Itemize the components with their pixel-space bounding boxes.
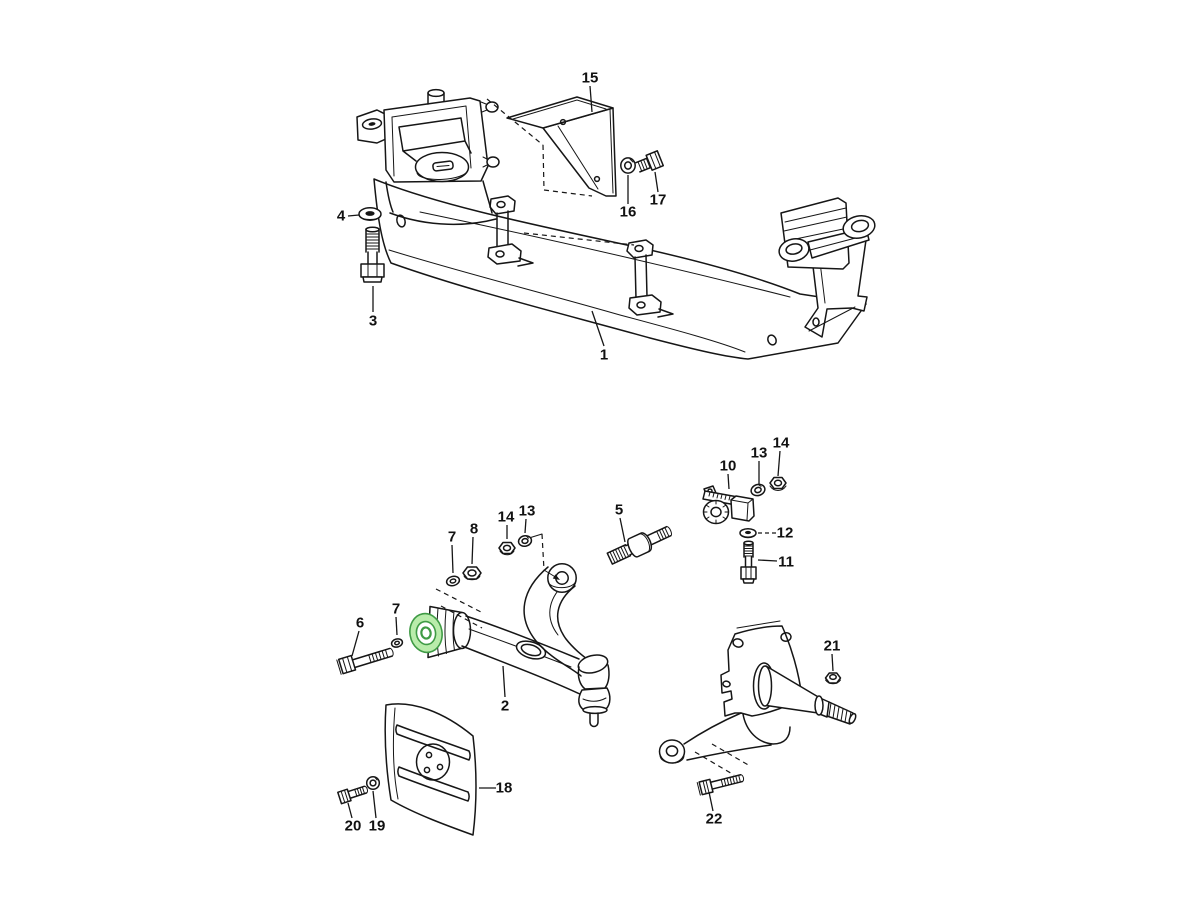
callout-22: 22 [706,811,723,828]
callout-20: 20 [345,818,362,835]
nut-8 [462,566,482,581]
leader-line-10 [727,473,730,490]
leader-line-1 [591,310,605,347]
callout-7a: 7 [448,529,456,546]
bolt-22 [696,774,745,796]
callout-11: 11 [778,554,794,571]
washer-19 [365,775,381,791]
washer-16 [620,157,636,174]
bolt-20 [337,785,368,805]
leader-line-22 [708,791,714,812]
nut-14-arm [498,541,516,556]
washer-13-adjuster [750,483,766,497]
leader-line-20 [347,802,353,819]
steering-knuckle [658,620,857,764]
bolt-17 [635,150,665,173]
callout-13a: 13 [519,503,536,520]
callout-4: 4 [337,208,346,225]
washer-7-rear [445,575,461,587]
callout-14b: 14 [773,435,790,452]
leader-line-17 [654,171,659,193]
nut-21 [824,672,842,685]
callout-2: 2 [501,698,509,715]
stud-5 [606,525,673,565]
leader-line-5 [619,517,626,543]
leader-line-8 [471,536,474,565]
callout-19: 19 [369,818,386,835]
camber-adjuster [702,485,755,525]
bolt-6 [336,647,394,675]
callout-21: 21 [824,638,841,655]
callout-16: 16 [620,204,637,221]
bushing-highlight [409,612,443,654]
callout-3: 3 [369,313,377,330]
callout-6: 6 [356,615,364,632]
washer-13-arm [517,534,533,548]
washer-4 [358,207,382,221]
callout-14a: 14 [498,509,515,526]
leader-line-7a [451,544,454,574]
callout-12: 12 [777,525,794,542]
leader-line-15 [589,85,593,113]
washer-12 [739,527,757,539]
stone-guard [384,703,477,836]
leader-line-7b [395,616,398,636]
callout-13b: 13 [751,445,768,462]
front-crossmember [356,88,876,360]
heat-shield [506,96,617,197]
callout-10: 10 [720,458,737,475]
right-mount-bracket [778,197,876,338]
alignment-dashed-lines-top [486,98,635,246]
left-mount-bracket [356,88,500,226]
leader-line-14b [777,450,781,477]
callout-5: 5 [615,502,623,519]
leader-line-11 [757,559,778,562]
callout-8: 8 [470,521,478,538]
leader-line-21 [831,653,834,672]
callout-18: 18 [496,780,513,797]
leader-line-13a [524,518,527,534]
standoff-bracket-front [487,195,534,267]
callout-17: 17 [650,192,667,209]
control-arm [409,563,611,728]
callout-15: 15 [582,70,599,87]
leader-line-6 [351,630,360,657]
callout-1: 1 [600,347,608,364]
leader-line-2 [502,665,506,698]
leader-line-19 [372,790,377,819]
alignment-dashed-lines-knuckle [694,743,751,776]
washer-7-front [390,638,404,648]
leader-line-4 [347,214,360,217]
callout-7b: 7 [392,601,400,618]
nut-14-adjuster [769,476,787,491]
bolt-11 [740,540,757,584]
alignment-dashed-lines-arm [435,533,560,629]
bolt-3 [360,226,385,283]
